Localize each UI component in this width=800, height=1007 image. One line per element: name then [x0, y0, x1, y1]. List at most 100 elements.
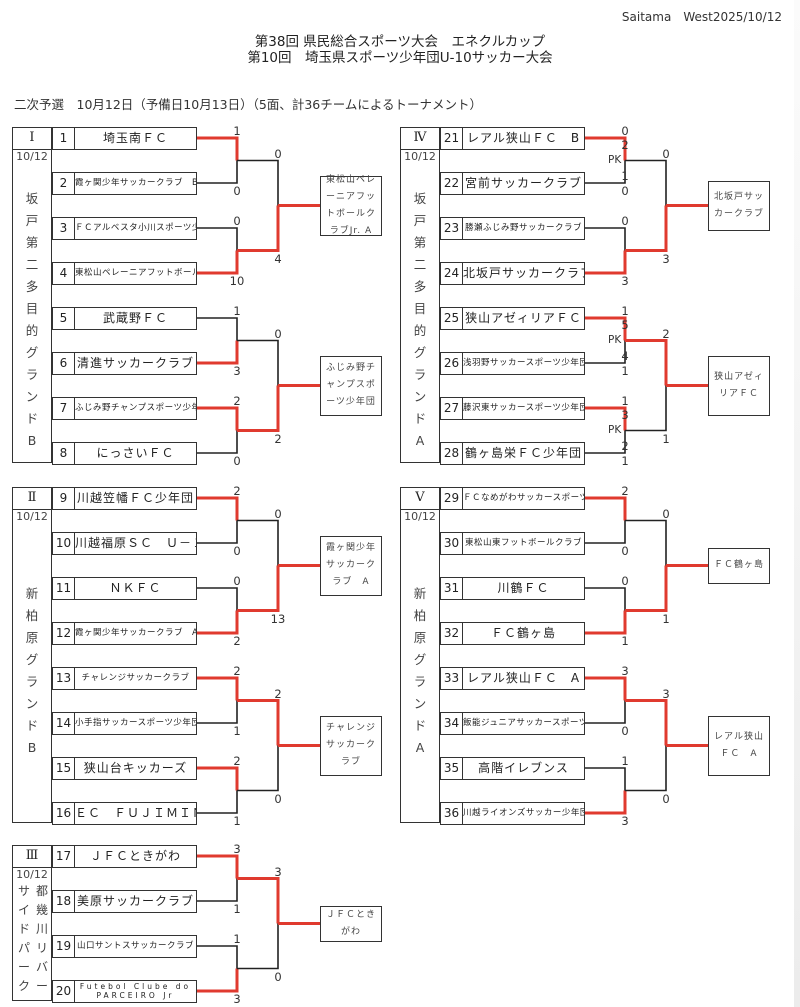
bracket-line-r1 [197, 340, 239, 365]
team-name: 東松山東フットボールクラブ [464, 538, 582, 548]
bracket-line-r1 [197, 227, 238, 251]
bracket-line-r1 [197, 945, 238, 969]
venue-char: グ [413, 345, 427, 360]
bracket-line-r2 [625, 699, 668, 746]
bracket-line-r1 [197, 520, 238, 544]
venue-char: 目 [413, 301, 427, 316]
score-r1: 3 [233, 992, 241, 1006]
team-seed-number: 23 [441, 218, 463, 239]
bracket-line-r2 [625, 205, 668, 252]
team-seed-number: 29 [441, 488, 463, 509]
team-name: 狭山台キッカーズ [83, 761, 188, 775]
venue-name-col-left: サイドパーク [17, 882, 31, 996]
score-r2: 2 [662, 326, 670, 341]
venue-char: ラ [25, 367, 39, 382]
score-r1: 3 [621, 664, 629, 678]
team-name: 霞ヶ関少年サッカークラブ A [75, 628, 196, 638]
venue-char: ド [413, 718, 427, 733]
team-row[interactable]: 11 ＮＫＦＣ [52, 577, 197, 600]
team-row[interactable]: 29ＦＣなめがわサッカースポーツ少年団 [440, 487, 585, 510]
bracket-line-r1 [585, 227, 626, 251]
score-r2: 13 [270, 611, 286, 626]
bracket-line-r1 [585, 767, 626, 791]
venue-char: ド [25, 411, 39, 426]
venue-char: A [415, 433, 425, 448]
venue-char: 多 [413, 279, 427, 294]
team-seed-number: 33 [441, 668, 463, 689]
team-name: Futebol Clube do PARCEIRO Jr [79, 982, 192, 1000]
team-row[interactable]: 3ＦＣアルベスタ小川スポーツ少年団 [52, 217, 197, 240]
venue-char: 新 [25, 586, 39, 601]
score-r1: 0 [621, 124, 629, 138]
team-row[interactable]: 7ふじみ野チャンプスポーツ少年団 [52, 397, 197, 420]
bracket-line-r1 [197, 766, 239, 791]
team-seed-number: 13 [53, 668, 75, 689]
score-r2: 0 [274, 146, 282, 161]
bracket-line-r1 [197, 430, 238, 454]
score-r1: 2 [233, 754, 241, 768]
team-name: ＦＣアルベスタ小川スポーツ少年団 [75, 223, 196, 233]
score-r1: 1 [621, 634, 629, 648]
bracket-line-r2 [237, 565, 280, 612]
team-seed-number: 15 [53, 758, 75, 779]
bracket-line-r1 [585, 406, 627, 431]
team-row[interactable]: 15 狭山台キッカーズ [52, 757, 197, 780]
bracket-line-r2 [625, 159, 667, 206]
team-name: ＮＫＦＣ [109, 581, 162, 595]
team-seed-number: 28 [441, 443, 463, 464]
team-name: 美原サッカークラブ [76, 894, 194, 908]
winner-name: ＦＣ鶴ヶ島 [713, 560, 764, 570]
team-row[interactable]: 34飯能ジュニアサッカースポーツ少年団 [440, 712, 585, 735]
score-r1: 3 [233, 364, 241, 378]
team-seed-number: 34 [441, 713, 463, 734]
bracket-line-r2 [237, 205, 280, 252]
team-seed-number: 35 [441, 758, 463, 779]
winner-box: ＦＣ鶴ヶ島 [708, 547, 770, 584]
score-r1: 2 [233, 394, 241, 408]
team-seed-number: 2 [53, 173, 75, 194]
bracket-line-r2 [237, 519, 279, 566]
team-name: 川越福原ＳＣ Ｕ－１２ [75, 536, 196, 550]
score-r2: 3 [274, 864, 282, 879]
block-roman-label: Ⅱ [13, 488, 51, 510]
team-seed-number: 9 [53, 488, 75, 509]
score-r1: 2 [233, 634, 241, 648]
bracket-line-r1 [585, 250, 627, 275]
venue-char: 目 [25, 301, 39, 316]
team-seed-number: 11 [53, 578, 75, 599]
block-date: 10/12 [16, 150, 48, 163]
team-seed-number: 20 [53, 981, 75, 1002]
pk-score: 3 [621, 408, 629, 422]
